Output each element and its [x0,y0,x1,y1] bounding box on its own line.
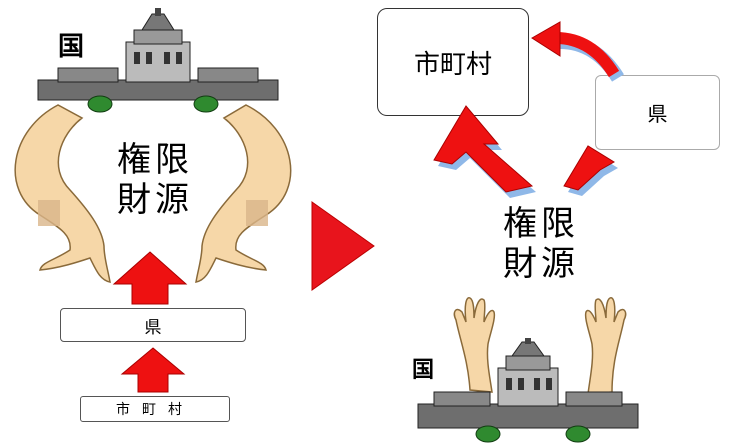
right-municipality-box: 市町村 [377,8,529,116]
right-center-text: 権限 財源 [486,204,596,284]
right-authority-text: 権限 [503,204,579,244]
left-finance-text: 財源 [117,180,193,220]
left-authority-text: 権限 [117,140,193,180]
small-up-arrow-icon [563,145,618,196]
left-country-label: 国 [58,32,85,62]
up-arrow-icon [120,347,186,393]
left-center-text: 権限 財源 [100,140,210,220]
right-municipality-label: 市町村 [413,49,492,80]
diet-building-icon [37,8,279,113]
big-up-arrow-icon [433,105,536,198]
left-prefecture-box: 県 [60,308,246,342]
curved-arrow-icon [531,21,624,82]
diet-building-icon [417,338,639,443]
left-municipality-box: 市町村 [80,396,230,422]
right-prefecture-box: 県 [595,75,720,150]
transition-arrow-icon [311,201,375,291]
left-municipality-label: 市町村 [116,402,194,418]
right-finance-text: 財源 [503,244,579,284]
up-arrow-icon [112,251,188,305]
left-prefecture-label: 県 [144,317,162,338]
right-country-label: 国 [412,358,435,383]
right-prefecture-label: 県 [647,102,668,126]
